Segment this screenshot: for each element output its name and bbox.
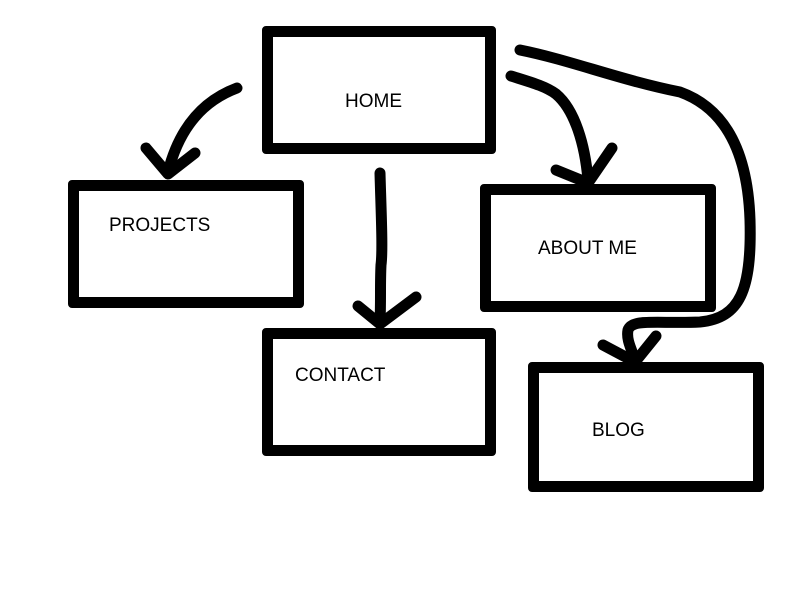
node-blog-label: BLOG <box>592 420 645 441</box>
node-about-me <box>480 184 716 312</box>
arrow-home-to-contact <box>374 167 388 328</box>
arrowhead-contact <box>352 291 422 330</box>
node-home <box>262 26 496 154</box>
node-projects-label: PROJECTS <box>109 215 211 236</box>
arrowhead-about <box>550 142 618 189</box>
node-contact-label: CONTACT <box>295 365 386 386</box>
node-projects <box>68 180 304 308</box>
node-about-me-label: ABOUT ME <box>538 238 637 259</box>
node-blog <box>528 362 764 492</box>
arrow-home-to-about <box>505 70 594 186</box>
arrowhead-projects <box>140 142 201 180</box>
node-contact <box>262 328 496 456</box>
node-home-label: HOME <box>345 91 402 112</box>
arrow-home-to-projects <box>162 82 243 178</box>
arrow-home-to-blog <box>514 44 756 366</box>
